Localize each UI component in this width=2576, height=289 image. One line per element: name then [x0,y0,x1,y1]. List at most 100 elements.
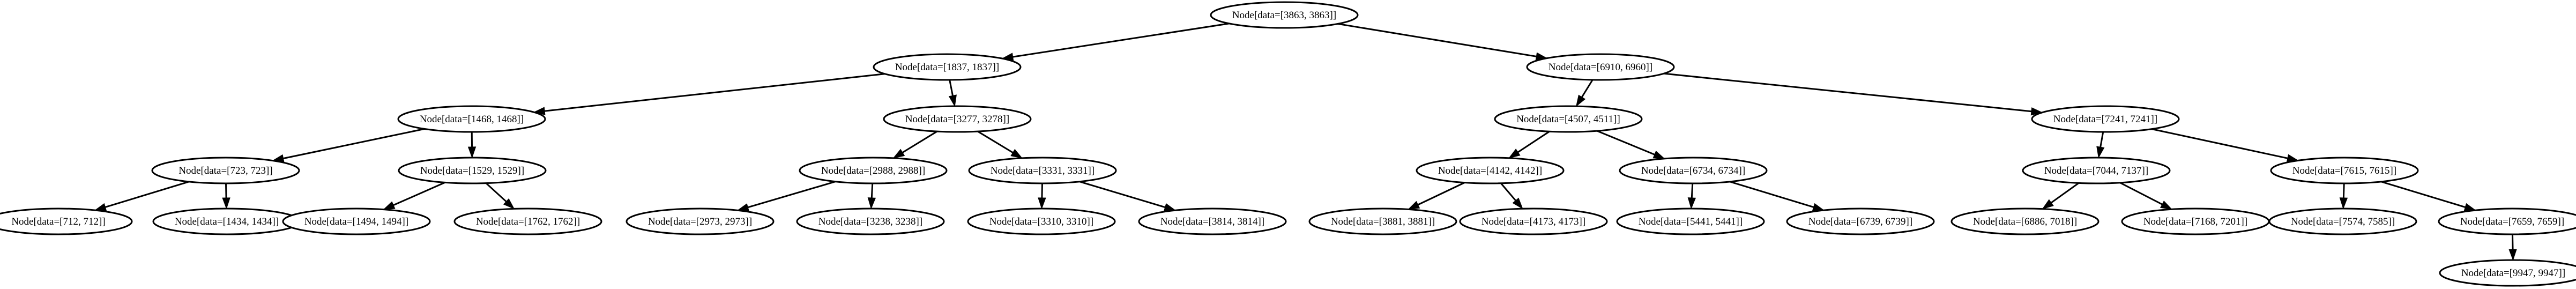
edge-n6734-n6739 [1729,181,1825,211]
tree-node: Node[data=[4507, 4511]] [1494,105,1643,133]
node-label: Node[data=[1434, 1434]] [175,216,279,227]
tree-node: Node[data=[712, 712]] [0,208,133,235]
node-ellipse [1138,208,1287,235]
edge-n3277-n2988 [892,130,938,159]
node-label: Node[data=[2988, 2988]] [821,165,925,176]
edge-n1837-n3277 [948,79,957,107]
node-ellipse [883,105,1032,133]
arrowhead-icon [867,197,876,210]
edge-n7044-n7168 [2119,182,2173,210]
node-label: Node[data=[4507, 4511]] [1516,114,1620,125]
edge-line [283,128,425,159]
node-ellipse [1619,157,1768,184]
edge-line [485,182,507,203]
node-label: Node[data=[7044, 7137]] [2044,165,2148,176]
tree-node: Node[data=[723, 723]] [151,157,300,184]
edge-line [1079,181,1166,208]
node-label: Node[data=[7659, 7659]] [2460,216,2564,227]
node-ellipse [967,208,1116,235]
edge-n4142-n3881 [1408,182,1465,210]
node-ellipse [1950,208,2099,235]
edge-line [544,73,885,112]
node-label: Node[data=[6734, 6734]] [1641,165,1745,176]
tree-node: Node[data=[3863, 3863]] [1210,1,1359,29]
edge-n6910-n4507 [1575,79,1594,107]
node-label: Node[data=[723, 723]] [178,165,272,176]
edge-line [105,181,190,208]
tree-node: Node[data=[3310, 3310]] [967,208,1116,235]
edge-line [1581,79,1594,98]
tree-node: Node[data=[3331, 3331]] [968,157,1117,184]
tree-node: Node[data=[3814, 3814]] [1138,208,1287,235]
node-ellipse [968,157,1117,184]
node-label: Node[data=[3331, 3331]] [991,165,1095,176]
edge-line [1597,130,1655,155]
arrowhead-icon [1508,149,1521,159]
node-ellipse [397,105,546,133]
node-ellipse [2438,208,2576,235]
edge-line [1012,23,1230,58]
tree-node: Node[data=[7574, 7585]] [2268,208,2417,235]
arrowhead-icon [1687,197,1696,210]
edge-line [2119,182,2163,205]
edge-line [2381,181,2466,208]
edge-line [1500,182,1516,202]
arrowhead-icon [222,197,230,210]
node-ellipse [1494,105,1643,133]
tree-node: Node[data=[7044, 7137]] [2022,157,2171,184]
edge-n7044-n6886 [2042,182,2080,210]
edge-n1468-n1529 [467,131,477,159]
node-ellipse [796,208,945,235]
node-ellipse [1459,208,1608,235]
edge-n4507-n4142 [1508,130,1550,159]
node-label: Node[data=[1762, 1762]] [476,216,580,227]
node-label: Node[data=[7574, 7585]] [2291,216,2395,227]
edge-n3277-n3331 [977,130,1023,159]
tree-node: Node[data=[2988, 2988]] [799,157,948,184]
node-ellipse [151,157,300,184]
node-ellipse [1616,208,1765,235]
edge-line [1663,72,2032,113]
node-ellipse [1416,157,1565,184]
tree-node: Node[data=[1468, 1468]] [397,105,546,133]
node-label: Node[data=[1494, 1494]] [304,216,408,227]
edge-n3331-n3814 [1079,181,1177,211]
edge-line [902,130,938,153]
edge-line [1337,23,1537,57]
tree-node: Node[data=[1837, 1837]] [873,53,1022,81]
node-label: Node[data=[2973, 2973]] [648,216,752,227]
tree-node: Node[data=[1529, 1529]] [398,157,547,184]
node-ellipse [453,208,602,235]
edge-line [393,181,445,206]
node-label: Node[data=[3310, 3310]] [989,216,1093,227]
edge-n2988-n3238 [867,183,876,210]
edge-line [747,181,836,209]
tree-node: Node[data=[6910, 6960]] [1526,53,1675,81]
tree-node: Node[data=[7659, 7659]] [2438,208,2576,235]
edge-line [977,130,1014,153]
edge-n3863-n6910 [1337,23,1548,61]
node-label: Node[data=[3277, 3278]] [905,114,1009,125]
edge-line [2099,131,2104,147]
node-label: Node[data=[7241, 7241]] [2053,114,2157,125]
edge-n4142-n4173 [1500,182,1523,210]
node-label: Node[data=[9947, 9947]] [2461,268,2565,279]
arrowhead-icon [1408,201,1420,210]
edge-n3863-n1837 [1001,23,1230,61]
tree-node: Node[data=[7241, 7241]] [2031,105,2180,133]
tree-node: Node[data=[6886, 7018]] [1950,208,2099,235]
arrowhead-icon [2042,199,2054,210]
arrowhead-icon [1575,94,1586,107]
node-ellipse [2268,208,2417,235]
edge-layer [94,23,2517,261]
tree-node: Node[data=[4173, 4173]] [1459,208,1608,235]
node-label: Node[data=[3863, 3863]] [1232,10,1336,21]
edge-n723-n1434 [222,183,230,210]
node-ellipse [0,208,133,235]
edge-n3331-n3310 [1038,183,1046,210]
edge-line [1729,181,1814,208]
node-label: Node[data=[7168, 7201]] [2143,216,2247,227]
tree-node: Node[data=[5441, 5441]] [1616,208,1765,235]
edge-line [1041,183,1043,198]
